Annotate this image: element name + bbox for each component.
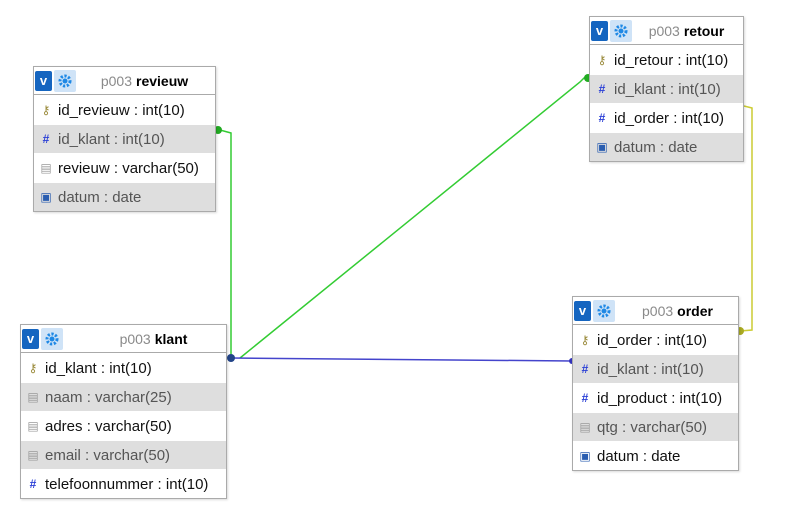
table-name: retour bbox=[683, 22, 725, 39]
relation-endpoint bbox=[214, 126, 222, 134]
column-row[interactable]: # id_klant : int(10) bbox=[590, 74, 743, 103]
toggle-columns-button[interactable]: v bbox=[591, 20, 608, 41]
column-label: id_retour : int(10) bbox=[614, 51, 729, 69]
schema-name: p003 bbox=[100, 72, 132, 89]
column-row[interactable]: ▤ revieuw : varchar(50) bbox=[34, 153, 215, 182]
relation-retour-order bbox=[739, 105, 753, 332]
column-row[interactable]: ▣ datum : date bbox=[34, 182, 215, 211]
column-label: datum : date bbox=[614, 138, 698, 156]
key-icon: ⚷ bbox=[41, 103, 51, 117]
calendar-icon: ▣ bbox=[40, 190, 52, 204]
column-row[interactable]: ▣ datum : date bbox=[590, 132, 743, 161]
calendar-icon: ▣ bbox=[579, 449, 591, 463]
column-row[interactable]: ▤ email : varchar(50) bbox=[21, 440, 226, 469]
table-name: klant bbox=[154, 330, 188, 347]
column-label: telefoonnummer : int(10) bbox=[45, 475, 209, 493]
column-row[interactable]: # id_klant : int(10) bbox=[34, 124, 215, 153]
schema-name: p003 bbox=[648, 22, 680, 39]
column-label: id_klant : int(10) bbox=[597, 360, 704, 378]
gear-icon[interactable] bbox=[593, 299, 615, 322]
column-label: id_revieuw : int(10) bbox=[58, 101, 185, 119]
relation-order-klant bbox=[230, 357, 573, 362]
column-label: id_klant : int(10) bbox=[614, 80, 721, 98]
key-icon: ⚷ bbox=[28, 361, 38, 375]
key-icon: ⚷ bbox=[580, 333, 590, 347]
column-label: datum : date bbox=[597, 447, 681, 465]
hash-icon: # bbox=[581, 391, 589, 405]
column-label: id_klant : int(10) bbox=[58, 130, 165, 148]
column-label: datum : date bbox=[58, 188, 142, 206]
text-icon: ▤ bbox=[27, 390, 39, 404]
column-row[interactable]: ⚷ id_order : int(10) bbox=[573, 325, 738, 354]
calendar-icon: ▣ bbox=[596, 140, 608, 154]
text-icon: ▤ bbox=[579, 420, 591, 434]
gear-icon[interactable] bbox=[610, 19, 632, 42]
toggle-columns-button[interactable]: v bbox=[35, 70, 52, 91]
column-label: qtg : varchar(50) bbox=[597, 418, 708, 436]
column-label: revieuw : varchar(50) bbox=[58, 159, 199, 177]
hash-icon: # bbox=[598, 111, 606, 125]
toggle-columns-button[interactable]: v bbox=[22, 328, 39, 349]
column-row[interactable]: ⚷ id_retour : int(10) bbox=[590, 45, 743, 74]
column-row[interactable]: # telefoonnummer : int(10) bbox=[21, 469, 226, 498]
column-row[interactable]: ⚷ id_revieuw : int(10) bbox=[34, 95, 215, 124]
hash-icon: # bbox=[598, 82, 606, 96]
toggle-columns-button[interactable]: v bbox=[574, 300, 591, 321]
table-name: order bbox=[677, 302, 713, 319]
relation-retour-klant bbox=[239, 77, 588, 359]
column-row[interactable]: ⚷ id_klant : int(10) bbox=[21, 353, 226, 382]
column-label: id_product : int(10) bbox=[597, 389, 723, 407]
column-row[interactable]: # id_product : int(10) bbox=[573, 383, 738, 412]
gear-icon[interactable] bbox=[54, 69, 76, 92]
hash-icon: # bbox=[42, 132, 50, 146]
text-icon: ▤ bbox=[27, 448, 39, 462]
table-name: revieuw bbox=[136, 72, 189, 89]
column-label: email : varchar(50) bbox=[45, 446, 171, 464]
schema-name: p003 bbox=[642, 302, 674, 319]
hash-icon: # bbox=[29, 477, 37, 491]
column-row[interactable]: ▣ datum : date bbox=[573, 441, 738, 470]
column-row[interactable]: ▤ adres : varchar(50) bbox=[21, 411, 226, 440]
text-icon: ▤ bbox=[40, 161, 52, 175]
column-row[interactable]: # id_order : int(10) bbox=[590, 103, 743, 132]
key-icon: ⚷ bbox=[597, 53, 607, 67]
column-label: id_klant : int(10) bbox=[45, 359, 152, 377]
schema-name: p003 bbox=[119, 330, 151, 347]
gear-icon[interactable] bbox=[41, 327, 63, 350]
column-label: naam : varchar(25) bbox=[45, 388, 172, 406]
column-label: id_order : int(10) bbox=[614, 109, 725, 127]
column-label: id_order : int(10) bbox=[597, 331, 708, 349]
hash-icon: # bbox=[581, 362, 589, 376]
column-row[interactable]: ▤ qtg : varchar(50) bbox=[573, 412, 738, 441]
text-icon: ▤ bbox=[27, 419, 39, 433]
column-row[interactable]: # id_klant : int(10) bbox=[573, 354, 738, 383]
relation-endpoint bbox=[227, 354, 235, 362]
column-row[interactable]: ▤ naam : varchar(25) bbox=[21, 382, 226, 411]
column-label: adres : varchar(50) bbox=[45, 417, 172, 435]
